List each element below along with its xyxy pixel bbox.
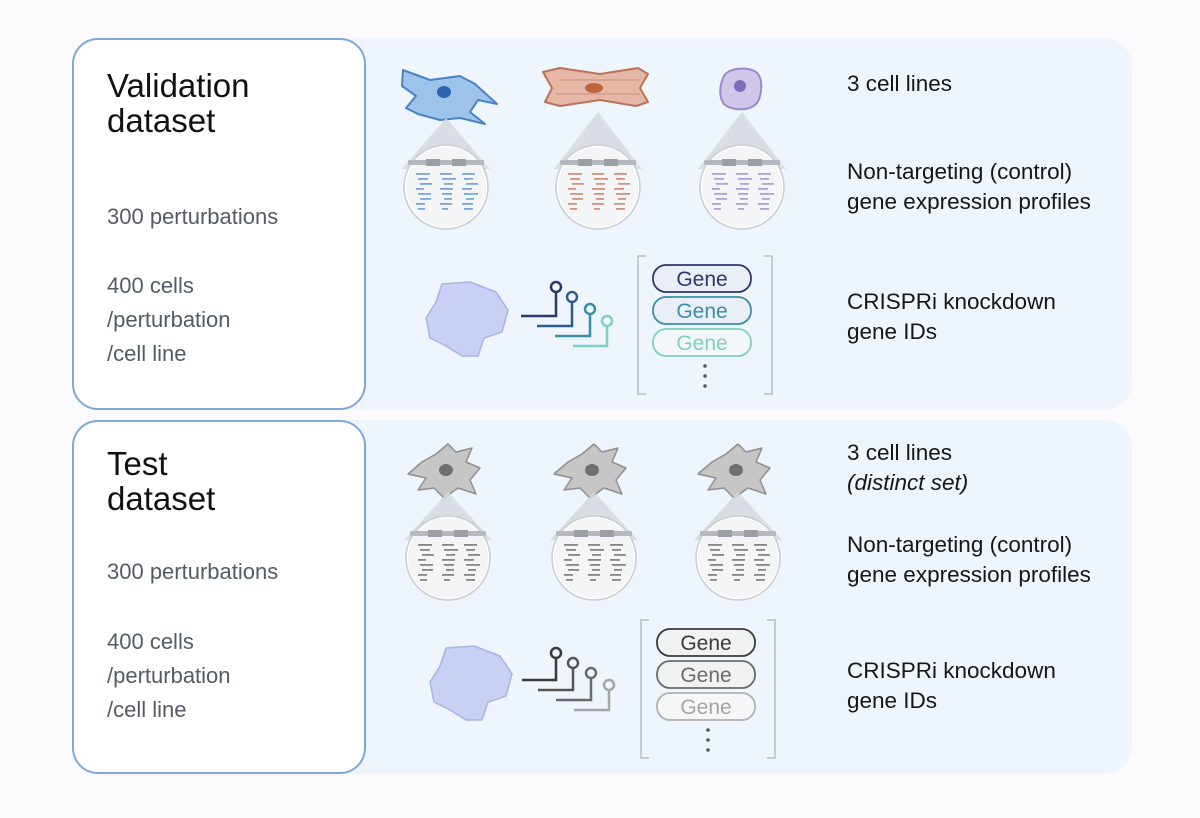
validation-knockdown: CRISPRi knockdown gene IDs: [847, 289, 1056, 344]
magnifier-icon: [404, 492, 492, 601]
test-title: Test dataset: [107, 445, 216, 517]
test-cells: 400 cells /perturbation /cell line: [107, 629, 231, 722]
magnifier-icon: [402, 118, 490, 230]
cell-icon: [429, 645, 513, 721]
nucleus-icon: [729, 464, 743, 476]
gene-list-icon: Gene Gene Gene: [640, 619, 776, 759]
nucleus-icon: [439, 464, 453, 476]
validation-perturbations: 300 perturbations: [107, 204, 279, 229]
cell-icon: [697, 443, 771, 499]
gene-label: Gene: [680, 696, 731, 719]
gene-label: Gene: [680, 664, 731, 687]
cell-icon: [425, 281, 509, 357]
guide-rna-icon: [521, 280, 614, 348]
magnifier-icon: [404, 492, 782, 601]
validation-cells: 400 cells /perturbation /cell line: [107, 273, 231, 366]
test-cell-lines: 3 cell lines (distinct set): [847, 438, 968, 498]
gene-label: Gene: [676, 332, 727, 355]
nucleus-icon: [585, 464, 599, 476]
guide-rna-icon: [522, 646, 616, 712]
nucleus-icon: [585, 83, 603, 93]
gene-label: Gene: [680, 632, 731, 655]
cell-icon: [542, 67, 649, 107]
magnifier-icon: [698, 112, 786, 230]
cell-icon: [719, 67, 763, 111]
test-cell-lines-text: 3 cell lines: [847, 440, 953, 465]
test-knockdown: CRISPRi knockdown gene IDs: [847, 658, 1056, 713]
validation-label-card: Validation dataset 300 perturbations 400…: [72, 38, 366, 410]
cell-icon: [407, 443, 771, 499]
magnifier-icon: [554, 112, 642, 230]
magnifier-icon: [694, 492, 782, 601]
test-control-profiles: Non-targeting (control) gene expression …: [847, 532, 1091, 587]
gene-label: Gene: [676, 300, 727, 323]
gene-label: Gene: [676, 268, 727, 291]
magnifier-icon: [402, 112, 786, 230]
gene-list-icon: Gene Gene Gene: [637, 255, 773, 395]
nucleus-icon: [734, 80, 746, 92]
cell-icon: [553, 443, 627, 499]
test-cell-lines-note: (distinct set): [847, 470, 969, 495]
validation-title: Validation dataset: [107, 67, 250, 139]
magnifier-icon: [550, 492, 638, 601]
cell-icon: [401, 69, 498, 125]
nucleus-icon: [437, 86, 451, 98]
test-label-card: Test dataset 300 perturbations 400 cells…: [72, 420, 366, 774]
cell-icon: [407, 443, 481, 499]
validation-control-profiles: Non-targeting (control) gene expression …: [847, 159, 1091, 214]
validation-cell-lines: 3 cell lines: [847, 71, 953, 96]
test-perturbations: 300 perturbations: [107, 559, 279, 584]
